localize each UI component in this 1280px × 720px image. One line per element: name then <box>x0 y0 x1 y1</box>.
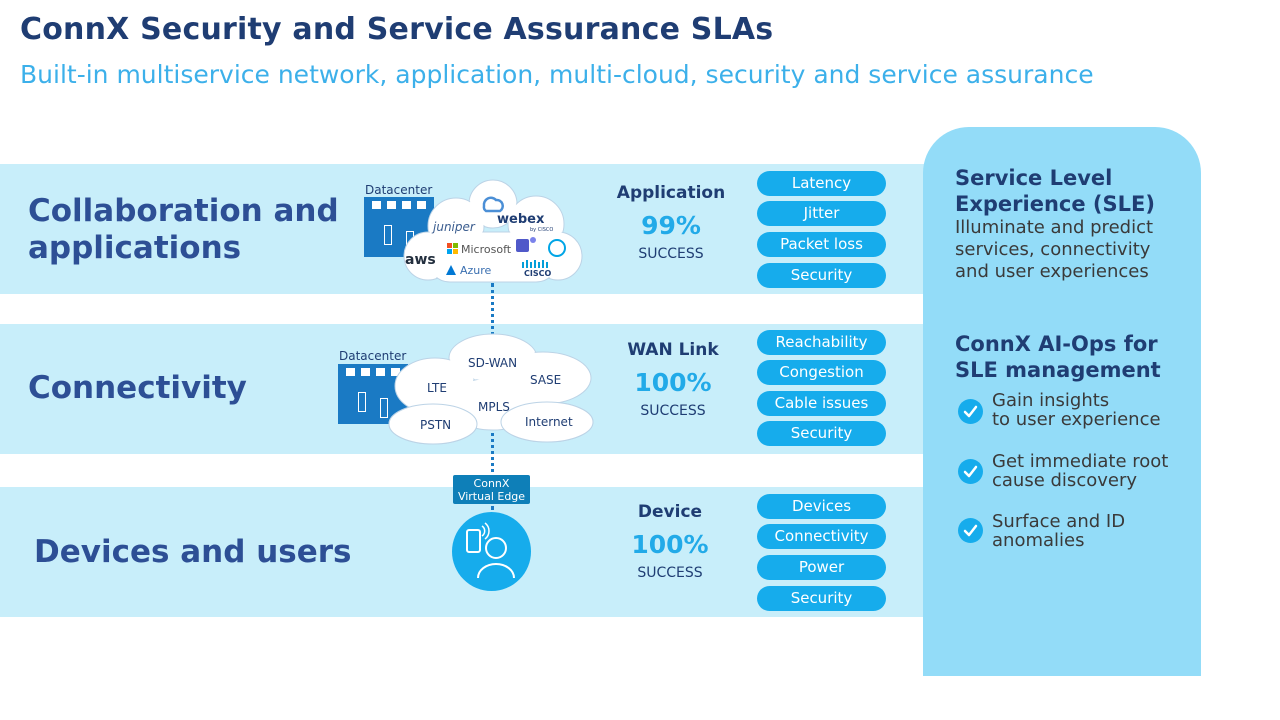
aiops-title-line1: ConnX AI-Ops for <box>955 332 1158 356</box>
sle-title-line2: Experience (SLE) <box>955 192 1155 216</box>
page-subtitle: Built-in multiservice network, applicati… <box>20 60 1094 89</box>
teams-icon <box>516 237 536 252</box>
wan-label-sdwan: SD-WAN <box>468 356 518 370</box>
user-icon <box>452 512 531 591</box>
bullet-line2: cause discovery <box>992 470 1138 491</box>
sle-text-line3: and user experiences <box>955 261 1149 282</box>
azure-logo-mark <box>446 265 456 275</box>
collaboration-title-line1: Collaboration and <box>28 193 339 229</box>
sle-description: Illuminate and predict services, connect… <box>955 217 1153 283</box>
virtual-edge-line1: ConnX <box>473 477 510 490</box>
metric-value: 99% <box>641 211 701 240</box>
bullet-line1: Get immediate root <box>992 451 1169 472</box>
application-metric: Application 99% SUCCESS <box>601 183 741 262</box>
sle-title-line1: Service Level <box>955 166 1113 190</box>
juniper-logo: juniper <box>433 220 475 234</box>
user-with-phone-icon <box>466 522 515 579</box>
check-icon <box>958 518 983 543</box>
virtual-edge-line2: Virtual Edge <box>457 490 526 503</box>
skype-icon <box>548 239 566 257</box>
bullet-item: Gain insights to user experience <box>992 391 1161 429</box>
metric-value: 100% <box>631 530 709 559</box>
aiops-title: ConnX AI-Ops for SLE management <box>955 331 1161 383</box>
sle-title: Service Level Experience (SLE) <box>955 165 1155 217</box>
connector-line-bottom <box>491 420 494 510</box>
metric-status: SUCCESS <box>637 565 703 581</box>
azure-logo: Azure <box>460 264 492 277</box>
bullet-line2: anomalies <box>992 530 1085 551</box>
collaboration-title-line2: applications <box>28 230 242 266</box>
bullet-item: Get immediate root cause discovery <box>992 452 1168 490</box>
wan-label-sase: SASE <box>530 373 562 387</box>
bullet-line1: Gain insights <box>992 390 1110 411</box>
pill-packet-loss: Packet loss <box>757 232 886 257</box>
wan-cloud <box>388 333 594 445</box>
pill-jitter: Jitter <box>757 201 886 226</box>
metric-status: SUCCESS <box>640 403 706 419</box>
webex-logo: webex <box>497 212 545 227</box>
pill-cable-issues: Cable issues <box>757 391 886 416</box>
datacenter-label: Datacenter <box>365 183 433 197</box>
cisco-logo: CISCO <box>524 269 552 278</box>
wan-label-pstn: PSTN <box>420 418 452 432</box>
bullet-item: Surface and ID anomalies <box>992 512 1125 550</box>
metric-name: WAN Link <box>627 340 719 360</box>
check-icon <box>958 399 983 424</box>
connector-line-top <box>491 283 494 343</box>
wan-label-mpls: MPLS <box>478 400 510 414</box>
metric-status: SUCCESS <box>638 246 704 262</box>
device-metric: Device 100% SUCCESS <box>600 502 740 581</box>
pill-security: Security <box>757 263 886 288</box>
connectivity-title: Connectivity <box>28 370 247 406</box>
microsoft-logo: Microsoft <box>461 243 512 256</box>
bullet-line1: Surface and ID <box>992 511 1126 532</box>
devices-title: Devices and users <box>34 534 352 570</box>
metric-value: 100% <box>634 368 712 397</box>
sle-text-line1: Illuminate and predict <box>955 217 1154 238</box>
virtual-edge-badge: ConnX Virtual Edge <box>453 475 530 504</box>
pill-devices: Devices <box>757 494 886 519</box>
check-icon <box>958 459 983 484</box>
datacenter-label-2: Datacenter <box>339 349 407 363</box>
pill-latency: Latency <box>757 171 886 196</box>
wan-link-metric: WAN Link 100% SUCCESS <box>603 340 743 419</box>
applications-cloud <box>403 179 583 283</box>
pill-connectivity: Connectivity <box>757 524 886 549</box>
google-cloud-icon <box>482 196 504 213</box>
cisco-logo-mark <box>522 260 548 268</box>
wan-label-internet: Internet <box>525 415 573 429</box>
pill-reachability: Reachability <box>757 330 886 355</box>
aws-logo: aws <box>405 252 436 268</box>
page-title: ConnX Security and Service Assurance SLA… <box>20 12 774 47</box>
bullet-line2: to user experience <box>992 409 1161 430</box>
sle-text-line2: services, connectivity <box>955 239 1151 260</box>
metric-name: Device <box>637 502 703 522</box>
aiops-title-line2: SLE management <box>955 358 1161 382</box>
pill-congestion: Congestion <box>757 360 886 385</box>
metric-name: Application <box>616 183 726 203</box>
microsoft-logo-mark <box>447 243 458 254</box>
collaboration-title: Collaboration and applications <box>28 193 339 267</box>
webex-sublabel: by CISCO <box>530 227 554 233</box>
pill-security: Security <box>757 586 886 611</box>
pill-power: Power <box>757 555 886 580</box>
wan-label-lte: LTE <box>427 381 447 395</box>
pill-security: Security <box>757 421 886 446</box>
